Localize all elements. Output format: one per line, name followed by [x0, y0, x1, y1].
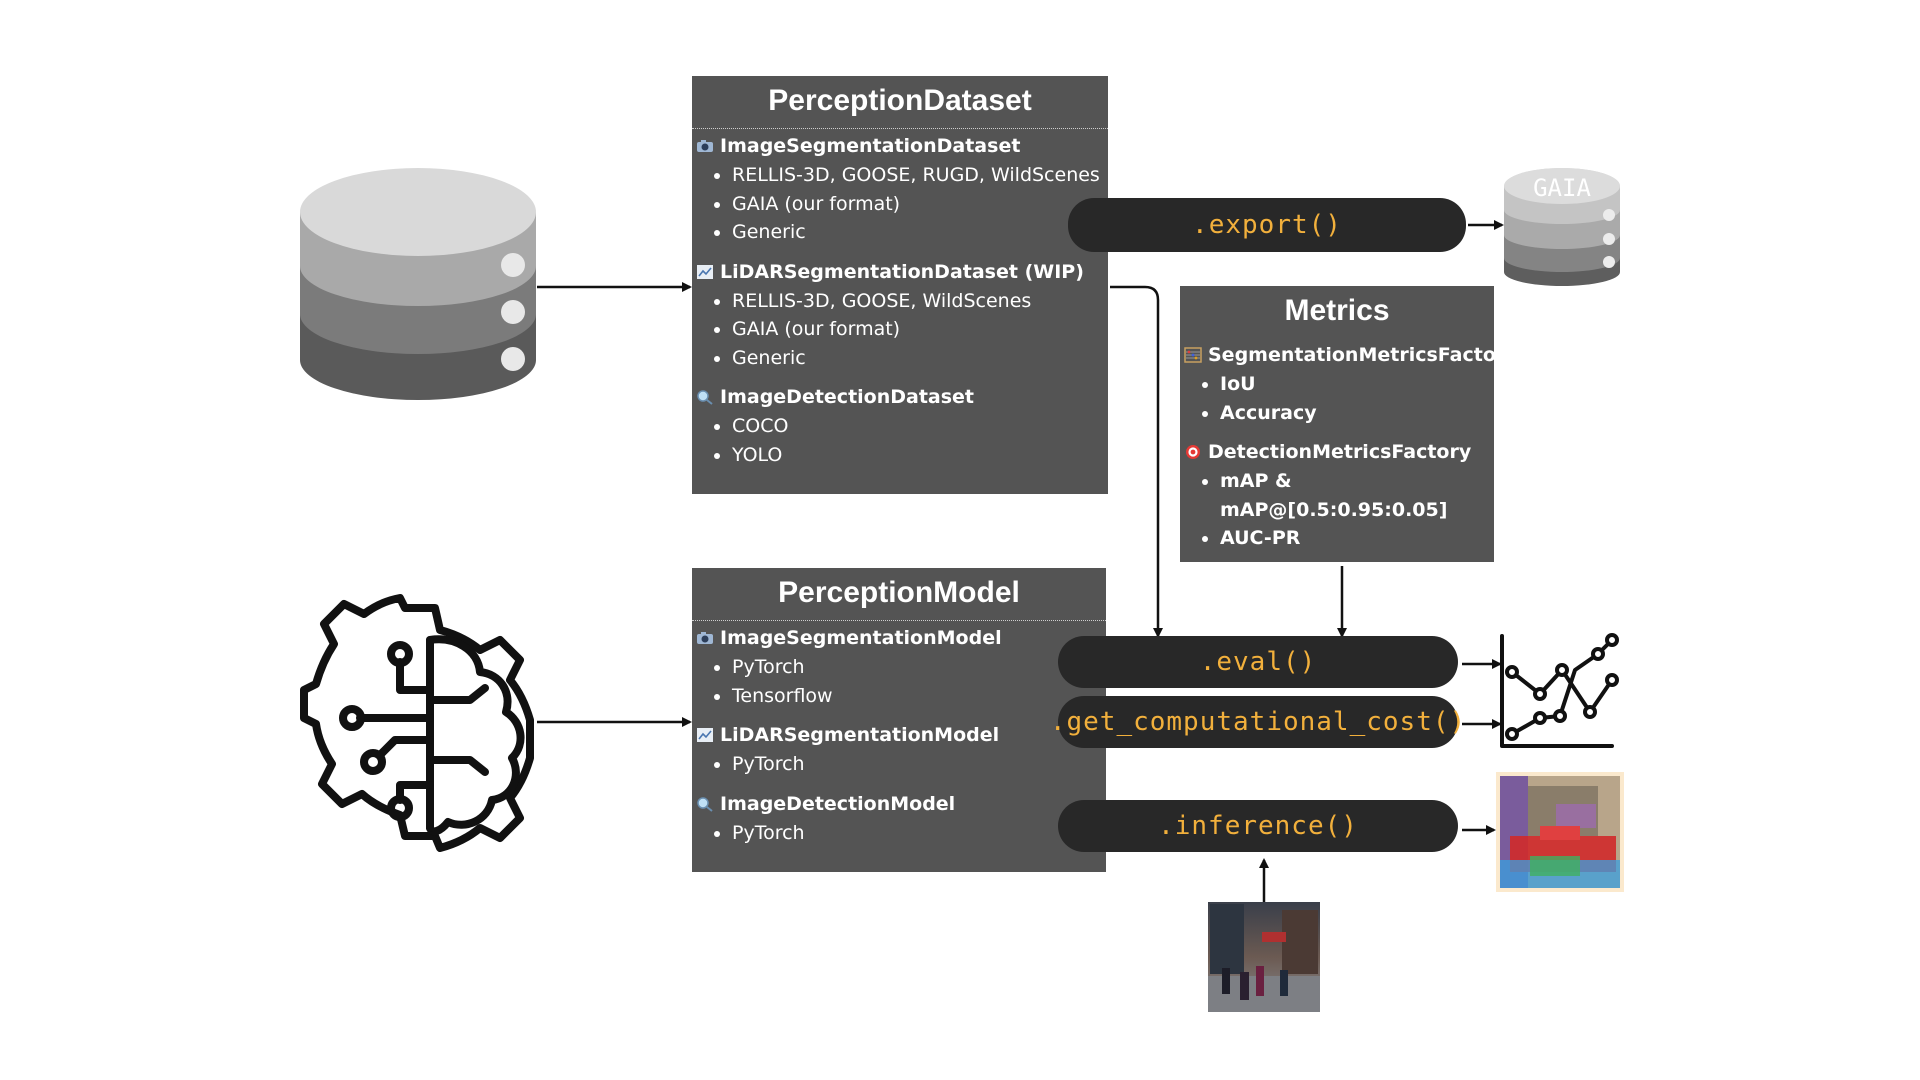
panel-title: Metrics	[1284, 294, 1390, 327]
chart-icon	[696, 264, 714, 280]
section-header: LiDARSegmentationModel	[696, 724, 1106, 746]
connector-arrows	[537, 220, 1504, 902]
section-item-list: PyTorch	[696, 819, 1106, 848]
section-lidarsegmentationmodel: LiDARSegmentationModelPyTorch	[692, 724, 1106, 779]
brain-gear-icon	[300, 594, 534, 852]
section-header: LiDARSegmentationDataset (WIP)	[696, 261, 1108, 283]
section-imagesegmentationdataset: ImageSegmentationDatasetRELLIS-3D, GOOSE…	[692, 135, 1108, 247]
list-item: RELLIS-3D, GOOSE, RUGD, WildScenes	[732, 161, 1108, 190]
section-title: ImageDetectionDataset	[720, 386, 975, 408]
section-header: ImageSegmentationModel	[696, 627, 1106, 649]
street-photo-image	[1208, 902, 1320, 1012]
list-item: Tensorflow	[732, 682, 1106, 711]
panel-title: PerceptionDataset	[692, 76, 1108, 129]
list-item: GAIA (our format)	[732, 190, 1108, 219]
section-item-list: COCOYOLO	[696, 412, 1108, 469]
magnifier-icon	[696, 389, 714, 405]
list-item: AUC-PR	[1220, 524, 1494, 553]
magnifier-icon	[696, 796, 714, 812]
list-item: COCO	[732, 412, 1108, 441]
camera-icon	[696, 138, 714, 154]
section-detectionmetricsfactory: DetectionMetricsFactory mAP & mAP@[0.5:0.…	[1180, 441, 1494, 553]
section-item-list: mAP & mAP@[0.5:0.95:0.05]AUC-PR	[1184, 467, 1494, 553]
perception-dataset-panel: PerceptionDataset ImageSegmentationDatas…	[692, 76, 1108, 494]
section-imagedetectiondataset: ImageDetectionDatasetCOCOYOLO	[692, 386, 1108, 469]
database-icon	[300, 168, 536, 400]
section-title: ImageSegmentationModel	[720, 627, 1002, 649]
eval-method-button[interactable]: .eval()	[1058, 636, 1458, 688]
section-lidarsegmentationdataset-wip: LiDARSegmentationDataset (WIP) RELLIS-3D,…	[692, 261, 1108, 373]
section-item-list: PyTorch	[696, 750, 1106, 779]
list-item: IoU	[1220, 370, 1494, 399]
section-segmentationmetricsfactory: SegmentationMetricsFactoryIoUAccuracy	[1180, 344, 1518, 427]
section-item-list: RELLIS-3D, GOOSE, RUGD, WildScenesGAIA (…	[696, 161, 1108, 247]
list-item: PyTorch	[732, 653, 1106, 682]
section-title: LiDARSegmentationDataset (WIP)	[720, 260, 1084, 283]
section-header: ImageDetectionDataset	[696, 386, 1108, 408]
section-header: DetectionMetricsFactory	[1184, 441, 1494, 463]
section-title: ImageDetectionModel	[720, 792, 956, 815]
section-title: ImageSegmentationDataset	[720, 135, 1021, 157]
section-header: ImageSegmentationDataset	[696, 135, 1108, 157]
metrics-panel: Metrics SegmentationMetricsFactoryIoUAcc…	[1180, 286, 1518, 562]
target-icon	[1184, 444, 1202, 460]
list-item: Accuracy	[1220, 399, 1494, 428]
section-item-list: IoUAccuracy	[1184, 370, 1494, 427]
list-item: PyTorch	[732, 819, 1106, 848]
list-item: Generic	[732, 218, 1108, 247]
list-item: RELLIS-3D, GOOSE, WildScenes	[732, 287, 1108, 316]
list-item: GAIA (our format)	[732, 315, 1108, 344]
camera-icon	[696, 630, 714, 646]
inference-method-button[interactable]: .inference()	[1058, 800, 1458, 852]
section-item-list: RELLIS-3D, GOOSE, WildScenesGAIA (our fo…	[696, 287, 1108, 373]
section-title: LiDARSegmentationModel	[720, 724, 1000, 746]
section-title: SegmentationMetricsFactory	[1208, 344, 1518, 366]
section-title: DetectionMetricsFactory	[1208, 441, 1472, 463]
section-header: SegmentationMetricsFactory	[1184, 344, 1518, 366]
section-imagedetectionmodel: ImageDetectionModelPyTorch	[692, 793, 1106, 848]
section-header: ImageDetectionModel	[696, 793, 1106, 815]
section-imagesegmentationmodel: ImageSegmentationModelPyTorchTensorflow	[692, 627, 1106, 710]
gaia-database-icon	[1504, 168, 1620, 286]
list-item: PyTorch	[732, 750, 1106, 779]
section-item-list: PyTorchTensorflow	[696, 653, 1106, 710]
perception-model-panel: PerceptionModel ImageSegmentationModelPy…	[692, 568, 1106, 872]
list-item: Generic	[732, 344, 1108, 373]
export-method-button[interactable]: .export()	[1068, 198, 1466, 252]
line-chart-icon	[1500, 633, 1619, 748]
segmentation-output-image	[1496, 772, 1624, 892]
chart-icon	[696, 727, 714, 743]
abacus-icon	[1184, 347, 1202, 363]
list-item: YOLO	[732, 441, 1108, 470]
gaia-label: GAIA	[1533, 174, 1591, 202]
computational-cost-method-button[interactable]: .get_computational_cost()	[1050, 696, 1465, 748]
panel-title: PerceptionModel	[692, 568, 1106, 621]
list-item: mAP & mAP@[0.5:0.95:0.05]	[1220, 467, 1494, 524]
